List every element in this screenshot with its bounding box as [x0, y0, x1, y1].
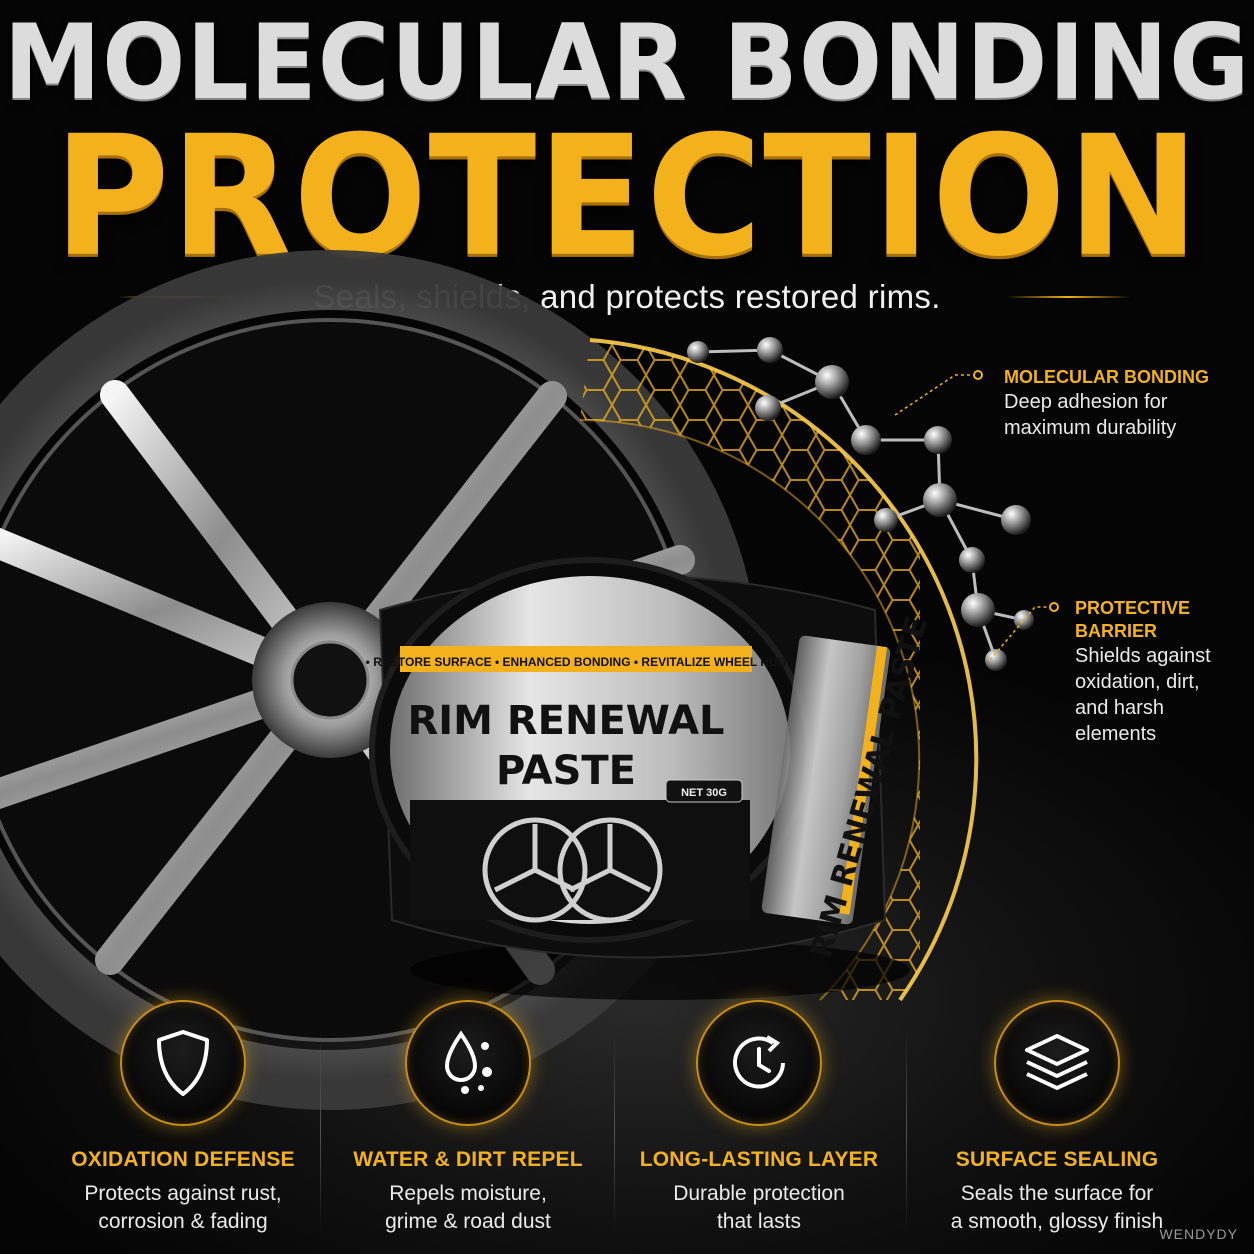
headline-line-2: PROTECTION — [53, 100, 1201, 294]
feature-desc-line: a smooth, glossy finish — [950, 1210, 1164, 1233]
callout-leaders — [894, 374, 1048, 661]
feature-desc-line: grime & road dust — [385, 1210, 551, 1233]
headline-line-1: MOLECULAR BONDING — [3, 2, 1251, 124]
feature-title: SURFACE SEALING — [955, 1148, 1159, 1171]
callout-body-line: Shields against — [1075, 645, 1211, 667]
feature-desc-line: Protects against rust, — [84, 1182, 282, 1205]
headline: MOLECULAR BONDING PROTECTION — [0, 2, 1254, 280]
shield-icon — [120, 1000, 246, 1126]
callout-dot-2 — [1049, 602, 1059, 612]
callout-body-line: maximum durability — [1004, 417, 1177, 439]
feature-title: OXIDATION DEFENSE — [71, 1148, 295, 1171]
feature-long-lasting-layer: LONG-LASTING LAYER Durable protection th… — [614, 1000, 904, 1236]
feature-desc-line: Seals the surface for — [960, 1182, 1154, 1205]
feature-row: OXIDATION DEFENSE Protects against rust,… — [0, 1000, 1254, 1254]
callout-title: MOLECULAR BONDING — [1004, 367, 1209, 387]
callout-title: BARRIER — [1075, 621, 1158, 641]
callout-body-line: Deep adhesion for — [1004, 391, 1168, 413]
feature-divider — [906, 1030, 907, 1230]
callout-title: PROTECTIVE — [1075, 598, 1191, 618]
clock-refresh-icon — [696, 1000, 822, 1126]
jar-wheel-graphic — [482, 817, 663, 923]
callout-dot-1 — [973, 370, 983, 380]
feature-oxidation-defense: OXIDATION DEFENSE Protects against rust,… — [38, 1000, 328, 1236]
feature-water-dirt-repel: WATER & DIRT REPEL Repels moisture, grim… — [323, 1000, 613, 1236]
jar-band-text: • RESTORE SURFACE • ENHANCED BONDING • R… — [366, 655, 787, 669]
jar-name-line-2: PASTE — [496, 748, 636, 794]
brand-watermark: WENDYDY — [1159, 1226, 1238, 1242]
callout-body-line: oxidation, dirt, — [1075, 671, 1200, 693]
callout-body-line: and harsh — [1075, 697, 1164, 719]
tagline-rule-right — [1006, 296, 1131, 298]
product-jar — [369, 557, 910, 1000]
jar-name-line-1: RIM RENEWAL — [407, 698, 724, 744]
molecule-chain — [687, 337, 1034, 671]
callout-body-line: elements — [1075, 723, 1157, 745]
callout-molecular-bonding: MOLECULAR BONDING Deep adhesion for maxi… — [1004, 366, 1209, 441]
feature-divider — [614, 1030, 615, 1230]
feature-surface-sealing: SURFACE SEALING Seals the surface for a … — [912, 1000, 1202, 1236]
jar-net-weight: NET 30G — [681, 787, 727, 799]
callout-protective-barrier: PROTECTIVE BARRIER Shields against oxida… — [1075, 597, 1211, 747]
feature-desc-line: that lasts — [716, 1210, 802, 1233]
feature-divider — [320, 1030, 321, 1230]
feature-title: WATER & DIRT REPEL — [353, 1148, 583, 1171]
droplets-icon — [405, 1000, 531, 1126]
feature-desc-line: Repels moisture, — [389, 1182, 547, 1205]
feature-desc-line: corrosion & fading — [98, 1210, 268, 1233]
layers-icon — [994, 1000, 1120, 1126]
feature-desc-line: Durable protection — [673, 1182, 845, 1205]
feature-title: LONG-LASTING LAYER — [639, 1148, 879, 1171]
jar-band — [400, 646, 752, 672]
